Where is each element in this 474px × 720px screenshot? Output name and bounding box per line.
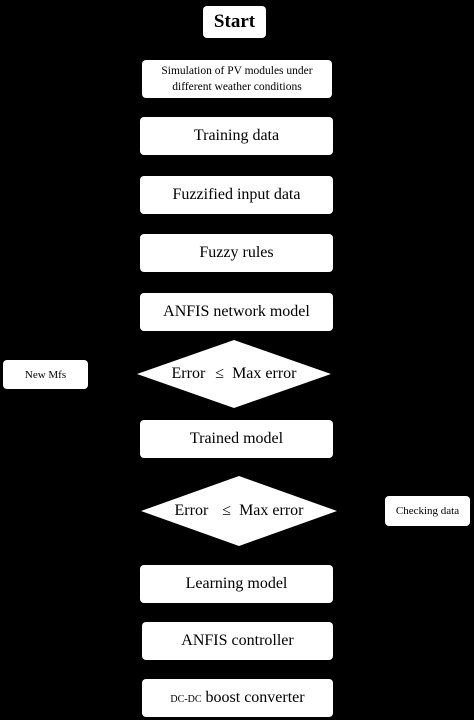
- decision-1-diamond-shape: [137, 340, 331, 408]
- training-data-step: Training data: [140, 117, 333, 155]
- anfis-network-step: ANFIS network model: [140, 293, 333, 331]
- decision-2-le-symbol: ≤: [222, 502, 232, 519]
- start-label: Start: [213, 11, 256, 32]
- simulation-line-2: different weather conditions: [172, 81, 302, 93]
- anfis-controller-label: ANFIS controller: [181, 632, 294, 649]
- simulation-line-1: Simulation of PV modules under: [161, 65, 313, 77]
- fuzzified-input-step: Fuzzified input data: [140, 176, 333, 214]
- decision-1-le-symbol: ≤: [215, 365, 225, 382]
- trained-model-step: Trained model: [140, 420, 333, 458]
- training-data-label: Training data: [193, 127, 280, 144]
- decision-1-max-error-label: Max error: [232, 365, 297, 382]
- learning-model-label: Learning model: [185, 575, 288, 592]
- checking-data-box: Checking data: [385, 496, 470, 526]
- simulation-step: Simulation of PV modules under different…: [142, 60, 332, 98]
- checking-data-label: Checking data: [395, 505, 460, 517]
- decision-2-diamond-shape: [141, 476, 337, 546]
- anfis-controller-step: ANFIS controller: [142, 622, 333, 660]
- decision-1-error-label: Error: [171, 365, 206, 382]
- dcdc-prefix-label: DC-DC: [170, 694, 202, 705]
- fuzzy-rules-step: Fuzzy rules: [140, 234, 333, 272]
- decision-error-check-2: Error ≤ Max error: [141, 476, 337, 546]
- decision-2-error-label: Error: [174, 502, 209, 519]
- new-mfs-box: New Mfs: [3, 360, 88, 389]
- decision-error-check-1: Error ≤ Max error: [137, 340, 331, 408]
- fuzzified-input-label: Fuzzified input data: [172, 186, 301, 203]
- learning-model-step: Learning model: [140, 565, 333, 603]
- fuzzy-rules-label: Fuzzy rules: [199, 244, 274, 261]
- new-mfs-label: New Mfs: [24, 368, 67, 381]
- dcdc-converter-step: DC-DC boost converter: [142, 679, 333, 717]
- decision-2-max-error-label: Max error: [239, 502, 304, 519]
- start-node: Start: [203, 6, 266, 38]
- trained-model-label: Trained model: [189, 430, 284, 447]
- anfis-network-label: ANFIS network model: [163, 303, 310, 320]
- dcdc-suffix-label: boost converter: [205, 689, 305, 706]
